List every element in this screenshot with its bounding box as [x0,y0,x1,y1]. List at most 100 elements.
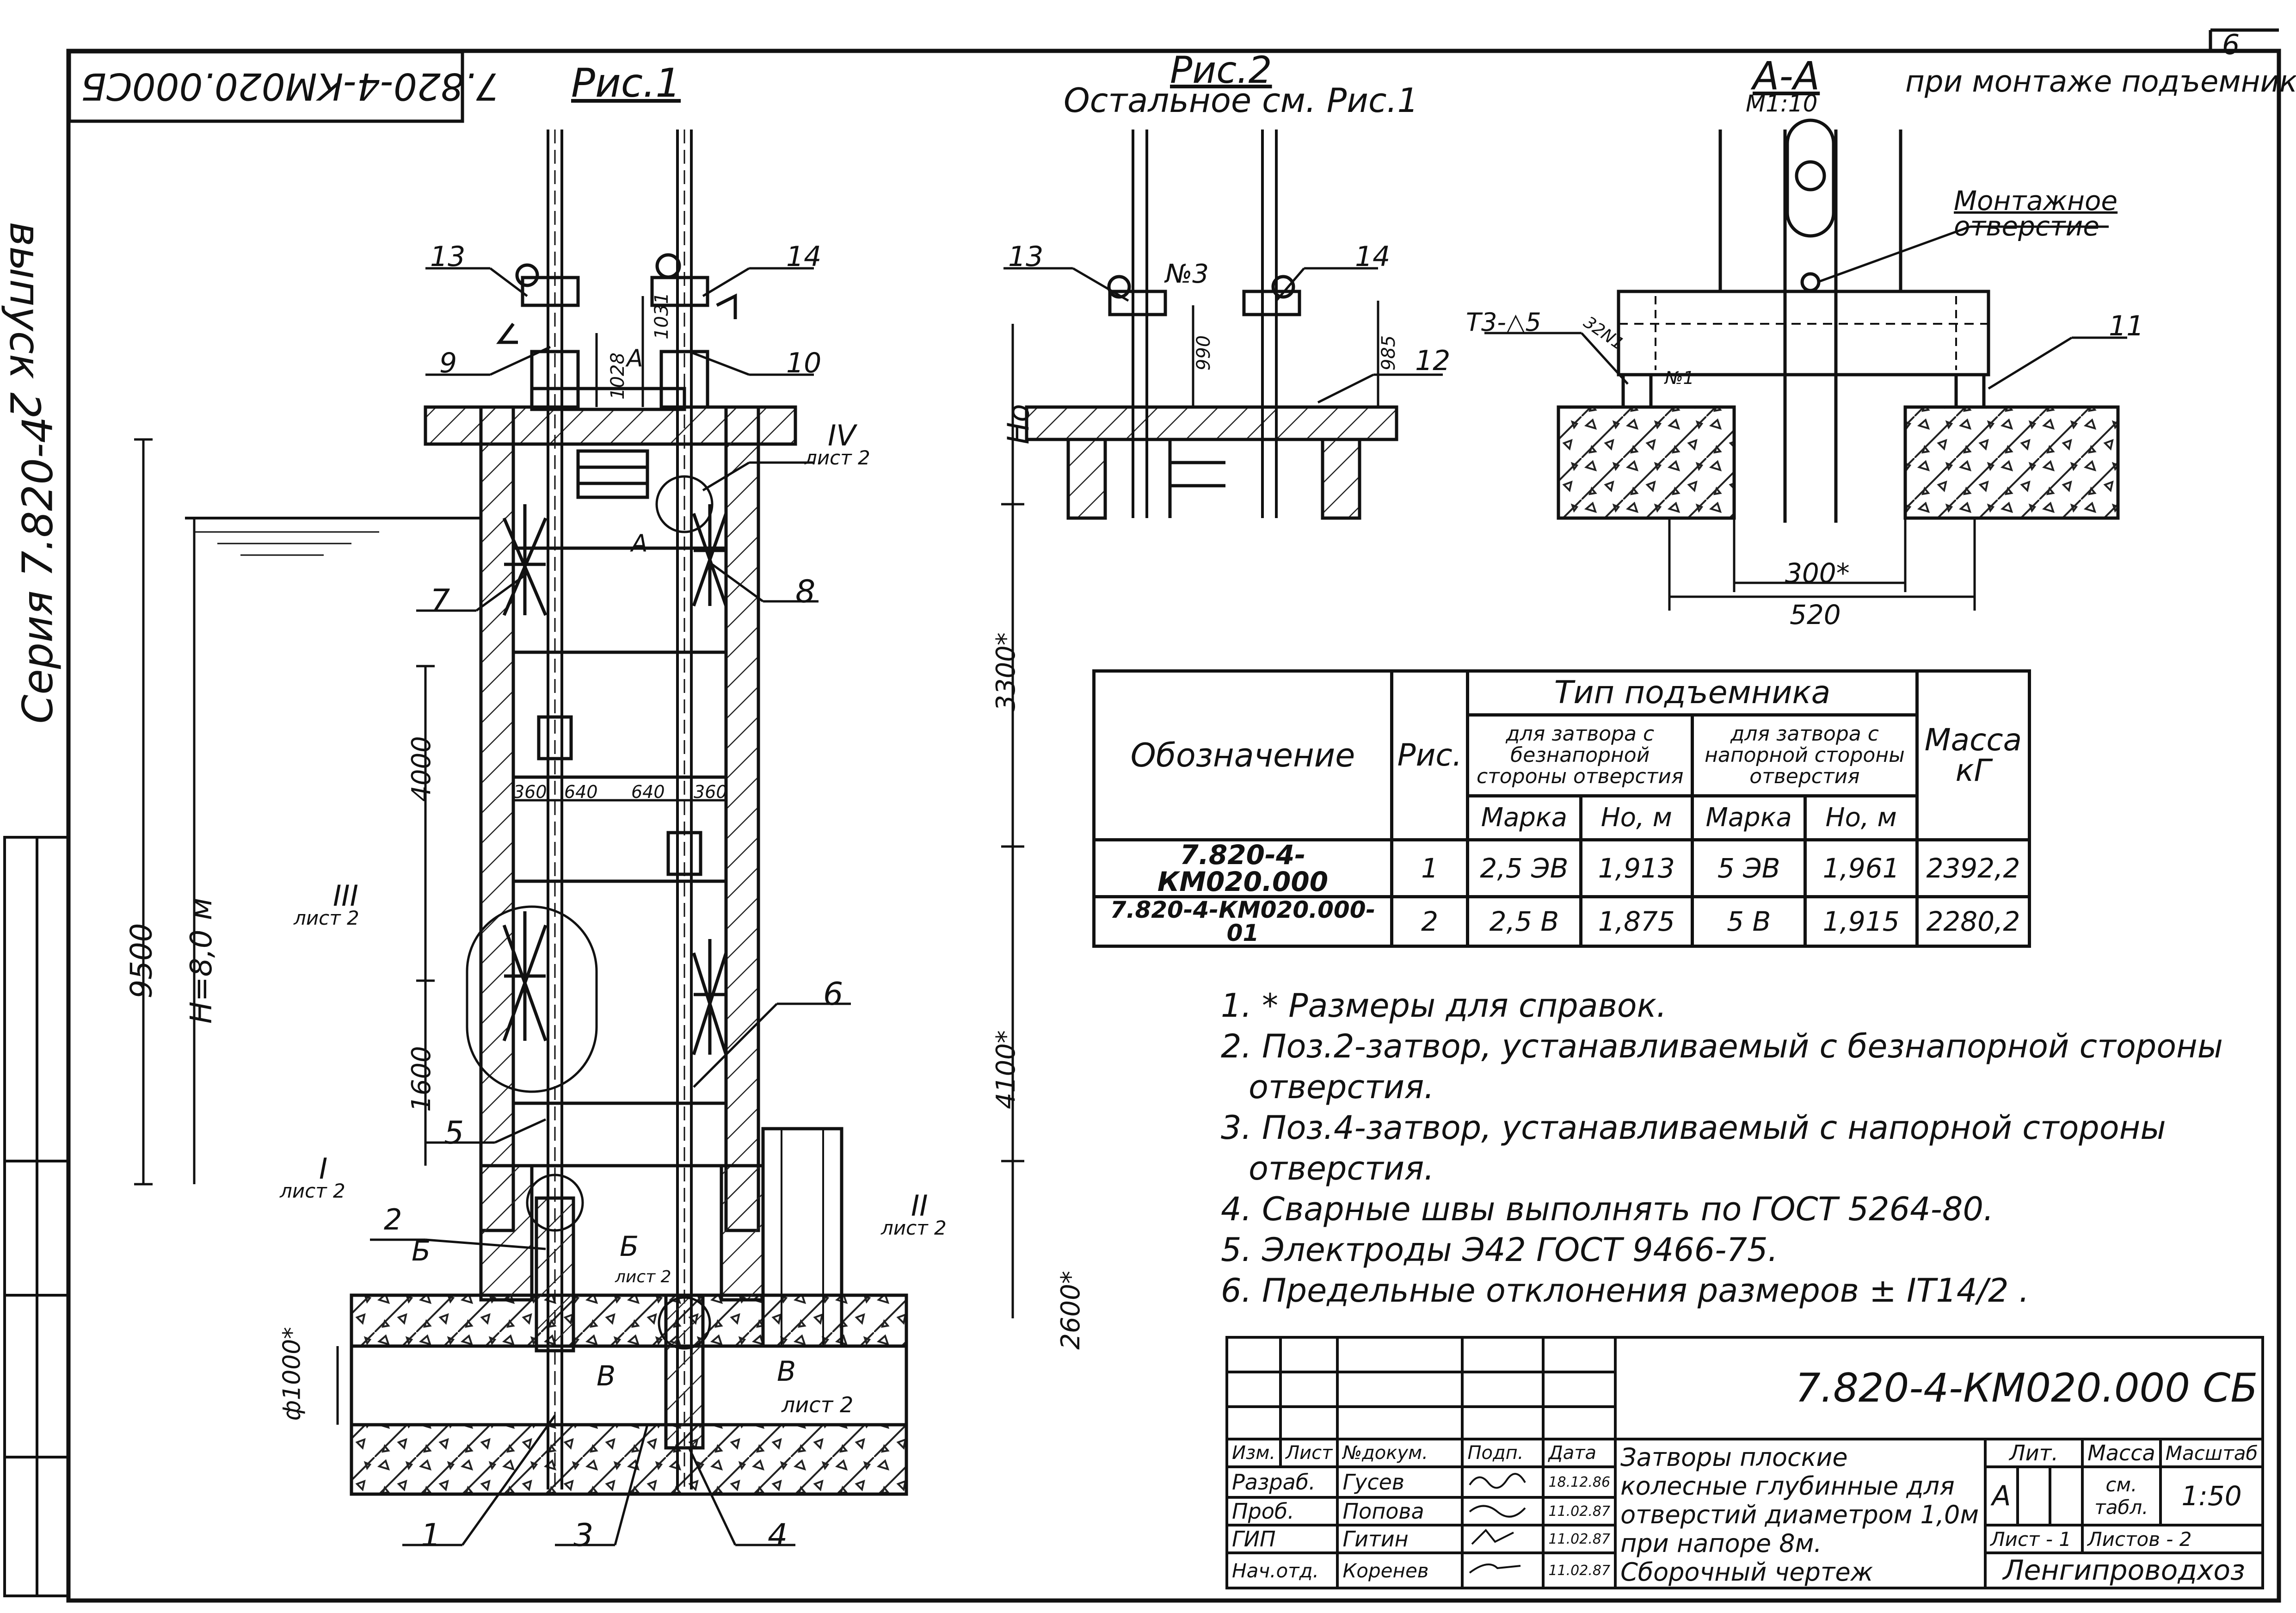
callout-ii: II [911,1189,928,1223]
fig1-pos-7: 7 [430,583,450,619]
note-item: отверстия. [1249,1068,1434,1106]
callout-i: I [319,1152,328,1186]
fig1-dim-4100: 4100* [991,1030,1021,1109]
fig2-subtitle: Остальное см. Рис.1 [1064,81,1419,120]
fig1-dim-1028: 1028 [607,352,628,400]
fig1-pos-2: 2 [384,1203,402,1236]
fig2-pos-14: 14 [1355,241,1391,273]
section-aa-dimensions [1484,225,2127,611]
tb-date: 11.02.87 [1542,1496,1617,1526]
tb-role: Проб. [1225,1496,1339,1526]
tb-head-doc: №докум. [1336,1438,1464,1468]
fig1-dim-360-left: 360 [513,782,547,802]
fig1-pos-14: 14 [786,241,822,273]
tb-head-lit: Лит. [1984,1438,2084,1468]
fig1-section-a-top: А [627,345,643,372]
tb-date: 11.02.87 [1542,1551,1617,1589]
spec-row-h-b: 1,915 [1804,895,1919,948]
section-b-right: Б [620,1230,639,1263]
tb-name: Коренев [1336,1551,1464,1589]
fig1-dim-1600: 1600 [406,1046,437,1112]
fig1-pos-9: 9 [439,347,457,379]
spec-row-mass: 2280,2 [1915,895,2031,948]
table-row: 7.820-4-КМ020.000-01 2 2,5 В 1,875 5 В 1… [1092,895,2031,948]
tb-name: Гусев [1336,1465,1464,1499]
note-item: 4. Сварные швы выполнять по ГОСТ 5264-80… [1221,1190,1994,1228]
callout-iv: IV [828,419,856,452]
spec-table: Обозначение Рис. Тип подъемника Масса кГ… [1092,669,2031,948]
callout-iv-sheet: лист 2 [805,446,870,469]
fig1-dim-640-right: 640 [631,782,665,802]
note-item: 3. Поз.4-затвор, устанавливаемый с напор… [1221,1109,2166,1147]
spec-row-designation: 7.820-4-КМ020.000-01 [1092,895,1393,948]
tb-sheet: Лист - 1 [1984,1524,2084,1554]
callout-iii: III [333,879,358,913]
sheet-number: 6 [2222,29,2240,61]
signature-icon [1461,1465,1545,1499]
fig2-pos-13: 13 [1008,241,1044,273]
fig1-pos-5: 5 [444,1115,464,1151]
section-v-sheet: лист 2 [782,1392,854,1417]
spec-head-designation: Обозначение [1092,669,1393,841]
fig1-dim-9500: 9500 [124,923,159,999]
spec-row-fig: 1 [1390,838,1470,898]
tb-name: Гитин [1336,1524,1464,1554]
section-note: при монтаже подъемника [1905,65,2296,99]
title-block: 7.820-4-КМ020.000 СБ Изм. Лист №докум. П… [1225,1336,2265,1589]
section-v-right: В [777,1355,796,1388]
spec-row-mark-b: 5 ЭВ [1691,838,1807,898]
pipe-diameter: ф1000* [278,1327,306,1421]
callout-iii-sheet: лист 2 [294,907,359,929]
spec-row-mark-a: 2,5 В [1466,895,1582,948]
fig1-dim-h: Н=8,0 м [185,897,219,1024]
fig1-pos-4: 4 [768,1517,788,1554]
spec-sub-mark-a: Марка [1466,794,1582,841]
doc-code: 7.820-4-КМ020.000 СБ [1614,1336,2265,1440]
tb-date: 11.02.87 [1542,1524,1617,1554]
fig2-drawing [1025,130,1398,520]
spec-row-mass: 2392,2 [1915,838,2031,898]
spec-sub-mark-b: Марка [1691,794,1807,841]
fig1-pos-10: 10 [786,347,822,379]
spec-row-h-a: 1,913 [1579,838,1694,898]
fig1-dimensions [134,296,1024,1425]
tb-role: ГИП [1225,1524,1339,1554]
fig1-pos-13: 13 [430,241,466,273]
tb-head-mass: Масса [2081,1438,2162,1468]
tb-head-sign: Подп. [1461,1438,1545,1468]
note-item: 2. Поз.2-затвор, устанавливаемый с безна… [1221,1027,2223,1065]
tb-head-date: Дата [1542,1438,1617,1468]
note-item: 1. * Размеры для справок. [1221,987,1667,1025]
section-title: А-А [1753,53,1820,99]
callout-i-sheet: лист 2 [280,1180,345,1202]
tb-mass-value: см. табл. [2081,1465,2162,1526]
mounting-hole-label-2: отверстие [1954,210,2100,242]
drawing-title: Затворы плоские колесные глубинные для о… [1620,1443,1979,1558]
section-dim-300: 300* [1785,557,1850,589]
spec-row-mark-a: 2,5 ЭВ [1466,838,1582,898]
fig2-dim-985: 985 [1378,335,1400,371]
tb-organization: Ленгипроводхоз [1984,1551,2265,1589]
spec-sub-h-a: Но, м [1579,794,1694,841]
fig1-leaders [370,267,851,1546]
fig1-pos-3: 3 [573,1517,594,1554]
fig2-leaders [1003,267,1443,407]
section-v-left: В [597,1360,616,1392]
fig2-dim-990: 990 [1193,335,1215,371]
tb-sheets: Листов - 2 [2081,1524,2265,1554]
tb-role: Разраб. [1225,1465,1339,1499]
fig1-section-a-bottom: А [631,530,648,557]
tb-head-scale: Масштаб [2159,1438,2265,1468]
signature-icon [1461,1496,1545,1526]
spec-head-type-a: для затвора с безнапорной стороны отверс… [1466,713,1694,797]
spec-row-designation: 7.820-4-КМ020.000 [1092,838,1393,898]
fig1-dim-3300: 3300* [991,632,1021,711]
callout-ii-sheet: лист 2 [881,1217,947,1239]
fig2-no3: №3 [1165,259,1209,289]
spec-head-fig: Рис. [1390,669,1470,841]
general-notes: 1. * Размеры для справок. 2. Поз.2-затво… [1221,985,2223,1311]
fig1-title: Рис.1 [571,60,681,106]
tb-head-list: Лист [1279,1438,1339,1468]
section-aa-drawing [1557,118,2120,523]
